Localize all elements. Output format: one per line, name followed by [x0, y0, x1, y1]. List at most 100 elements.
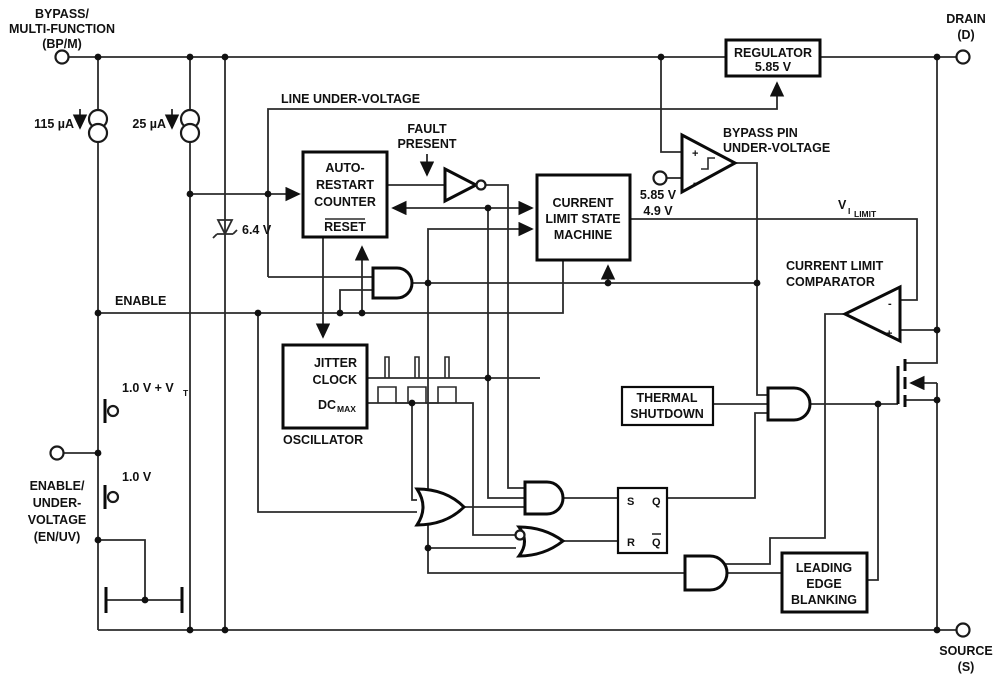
enuv-pin [49, 445, 65, 461]
thermal-label-2: SHUTDOWN [630, 407, 704, 421]
i115-label: 115 µA [34, 117, 74, 131]
fault-label-2: PRESENT [397, 137, 456, 151]
osc-dc-label: DC [318, 398, 336, 412]
drain-pin [955, 49, 971, 65]
bpm-label-3: (BP/M) [42, 37, 82, 51]
bypass-minus-glyph: - [693, 177, 697, 189]
clc-label-2: COMPARATOR [786, 275, 875, 289]
enable-wire [98, 260, 564, 314]
clc-plus-glyph: + [886, 328, 892, 340]
osc-jitter-label: JITTER [314, 356, 357, 370]
inverter-out-wire [486, 184, 525, 489]
reset-or-gate-icon [515, 525, 566, 558]
dcmax-out-wire [367, 402, 516, 536]
osc-max-label: MAX [337, 404, 356, 414]
latch-qb-label: Q [652, 537, 661, 549]
pmos-1v-icon [103, 485, 120, 509]
latch-s-label: S [627, 496, 634, 508]
hysteresis-icon [701, 157, 715, 170]
fault-label-1: FAULT [407, 122, 447, 136]
dcmax-waveform-icon [377, 386, 457, 404]
pmos-vt-icon [103, 399, 120, 423]
current-source-115-icon2 [87, 122, 109, 144]
labels: BYPASS/ MULTI-FUNCTION (BP/M) DRAIN (D) … [9, 7, 993, 674]
bypass-ref-pin [652, 170, 668, 186]
regulator-block [724, 38, 822, 78]
clc-out-wire [724, 313, 845, 565]
leb-label-3: BLANKING [791, 593, 857, 607]
counter-label-3: COUNTER [314, 195, 376, 209]
vt-label: 1.0 V + V [122, 381, 174, 395]
inverter-bubble-icon [475, 179, 487, 191]
drain-label-2: (D) [957, 28, 974, 42]
clsm-label-1: CURRENT [552, 196, 613, 210]
clock-distribution-wire [487, 208, 525, 499]
source-label-1: SOURCE [939, 644, 992, 658]
gate-drive-and-icon [766, 386, 812, 422]
oscillator-label: OSCILLATOR [283, 433, 363, 447]
leb-label-1: LEADING [796, 561, 852, 575]
clock-waveform-icon [384, 356, 450, 378]
vilimit-limit: LIMIT [854, 209, 877, 219]
clc-label-1: CURRENT LIMIT [786, 259, 884, 273]
osc-clock-label: CLOCK [313, 373, 357, 387]
thermal-label-1: THERMAL [636, 391, 697, 405]
current-limit-state-machine-block [535, 173, 632, 262]
enuv-label-1: ENABLE/ [30, 479, 85, 493]
vilimit-v: V [838, 198, 847, 212]
enuv-label-3: VOLTAGE [28, 513, 87, 527]
oscillator-block [281, 343, 369, 430]
regulator-label-1: REGULATOR [734, 46, 812, 60]
current-source-25-icon2 [179, 122, 201, 144]
bp-ref-label-1: 5.85 V [640, 188, 677, 202]
clsm-label-3: MACHINE [554, 228, 612, 242]
leb-label-2: EDGE [806, 577, 841, 591]
source-pin [955, 622, 971, 638]
thermal-shutdown-block [620, 385, 715, 427]
reset-or-bubble-icon [514, 529, 526, 541]
bypass-uv-label-2: UNDER-VOLTAGE [723, 141, 830, 155]
clsm-in2-wire [427, 221, 534, 283]
regulator-label-2: 5.85 V [755, 60, 792, 74]
source-label-2: (S) [958, 660, 975, 674]
bpm-label-2: MULTI-FUNCTION [9, 22, 115, 36]
or-gate-icon [414, 487, 467, 527]
mirror-tie-wire [98, 539, 182, 601]
leb-gate-wire [867, 404, 879, 581]
enuv-label-2: UNDER- [33, 496, 82, 510]
blocks [281, 38, 869, 614]
junction-dots [94, 53, 941, 634]
bypass-uv-label-1: BYPASS PIN [723, 126, 798, 140]
leading-edge-blanking-block [780, 551, 869, 614]
vilimit-i: I [848, 206, 850, 216]
v10-label: 1.0 V [122, 470, 152, 484]
nmos-mirror-icon [104, 587, 184, 613]
bpm-pin [54, 49, 70, 65]
bypass-out-wire [735, 162, 768, 396]
enable-and-gate-icon [371, 266, 414, 300]
q-out-wire [667, 412, 768, 499]
leb-and-gate-icon [683, 554, 729, 592]
clsm-label-2: LIMIT STATE [545, 212, 620, 226]
drain-vertical-wire [905, 57, 938, 364]
auto-restart-counter-block [301, 150, 389, 239]
power-mosfet-icon [896, 359, 907, 407]
sr-latch-block [616, 486, 669, 555]
i25-label: 25 µA [132, 117, 166, 131]
leb-and-input-wire [427, 283, 685, 574]
zener-label: 6.4 V [242, 223, 272, 237]
dcmax-or-branch [411, 403, 417, 501]
vilimit-wire [630, 218, 918, 301]
components [87, 108, 907, 613]
vt-sub-label: T [183, 388, 189, 398]
bpm-label-1: BYPASS/ [35, 7, 89, 21]
clc-minus-glyph: - [888, 298, 892, 310]
latch-q-label: Q [652, 496, 661, 508]
terminals [49, 49, 971, 638]
line-uv-label: LINE UNDER-VOLTAGE [281, 92, 420, 106]
enable-label: ENABLE [115, 294, 166, 308]
source-vertical-wire [905, 383, 938, 630]
and-small-in2 [339, 289, 373, 313]
